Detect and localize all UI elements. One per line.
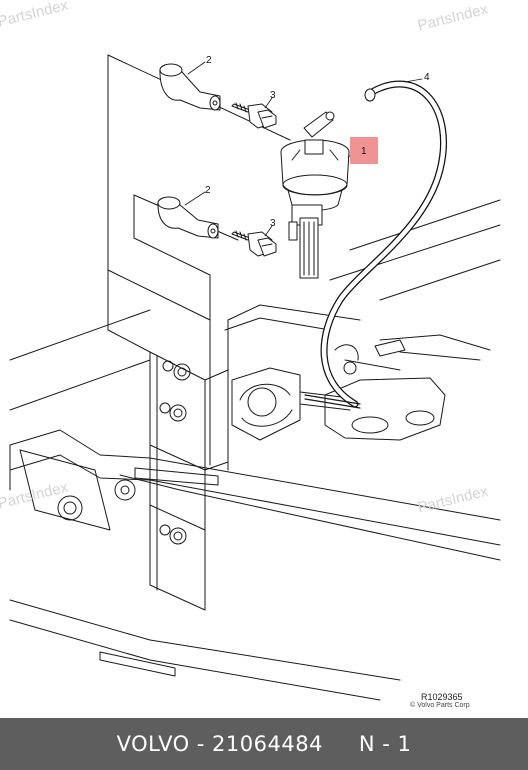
footer-part-number[interactable]: 21064484: [212, 732, 323, 756]
footer-brand: VOLVO: [116, 732, 190, 756]
frame-lines: [9, 54, 501, 466]
footer-separator: -: [189, 732, 213, 756]
callout-2-lower[interactable]: 2: [205, 185, 211, 196]
axle-assembly: [231, 334, 491, 441]
chassis-frame: [149, 304, 361, 611]
callout-2-upper[interactable]: 2: [206, 55, 212, 66]
screw-clip-lower: [231, 230, 277, 257]
connector-plug-lower: [157, 196, 219, 239]
callout-1[interactable]: 1: [361, 146, 367, 157]
callout-3-lower[interactable]: 3: [270, 218, 276, 229]
copyright-notice: © Volvo Parts Corp: [410, 702, 470, 709]
leaf-spring: [9, 429, 501, 701]
callout-3-upper[interactable]: 3: [270, 90, 276, 101]
frame-bolts: [159, 360, 191, 545]
vacuum-hose: [304, 80, 447, 409]
connector-plug-upper: [159, 63, 221, 111]
exploded-parts-drawing: 1 2 2 3 3 4: [9, 54, 501, 701]
highlight-item-1[interactable]: [350, 137, 378, 164]
footer-gap: [323, 732, 359, 756]
footer-position: N - 1: [358, 732, 412, 756]
callout-4[interactable]: 4: [424, 72, 430, 83]
spring-shackle: [19, 449, 136, 531]
solenoid-valve: [280, 111, 350, 279]
screw-clip-upper: [231, 102, 277, 129]
part-number-footer: VOLVO - 21064484 N - 1: [0, 718, 528, 770]
callouts: 1 2 2 3 3 4: [205, 55, 430, 229]
drawing-reference: R1029365: [421, 692, 463, 702]
